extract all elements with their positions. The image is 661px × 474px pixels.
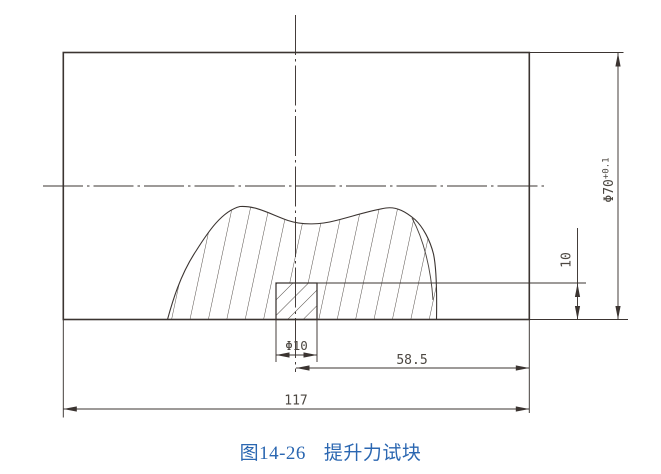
dim-label-58-5: 58.5 <box>396 353 427 368</box>
arrow-58-5-right <box>515 365 530 371</box>
figure-title: 提升力试块 <box>323 443 422 464</box>
dim-label-phi70-base: Φ70 <box>602 179 617 202</box>
arrow-117-left <box>63 406 77 412</box>
dim-label-phi10: Φ10 <box>285 338 308 353</box>
dim-label-phi70-tolerance: +0.1 <box>602 157 612 179</box>
arrow-phi10-left <box>276 352 290 358</box>
hole-outline <box>275 282 318 321</box>
section-outline <box>166 205 438 321</box>
section-inner-curve <box>411 217 434 301</box>
arrow-10-down <box>574 306 581 320</box>
arrow-phi70-down <box>615 306 621 320</box>
hatched-section <box>166 205 438 321</box>
hole-phi10 <box>275 282 318 321</box>
arrow-phi70-up <box>615 53 621 67</box>
arrowheads <box>63 53 621 412</box>
dim-label-phi70: Φ70+0.1 <box>602 157 618 202</box>
arrow-117-right <box>515 406 530 412</box>
dim-label-117: 117 <box>284 394 307 409</box>
figure-caption: 图14-26 提升力试块 <box>0 438 661 465</box>
figure-number: 图14-26 <box>239 443 306 464</box>
arrow-58-5-left <box>296 365 310 371</box>
dim-label-10: 10 <box>560 252 575 268</box>
arrow-10-up <box>574 283 581 297</box>
centerlines <box>43 15 548 372</box>
arrow-phi10-right <box>303 352 317 358</box>
dimension-lines <box>63 52 619 410</box>
